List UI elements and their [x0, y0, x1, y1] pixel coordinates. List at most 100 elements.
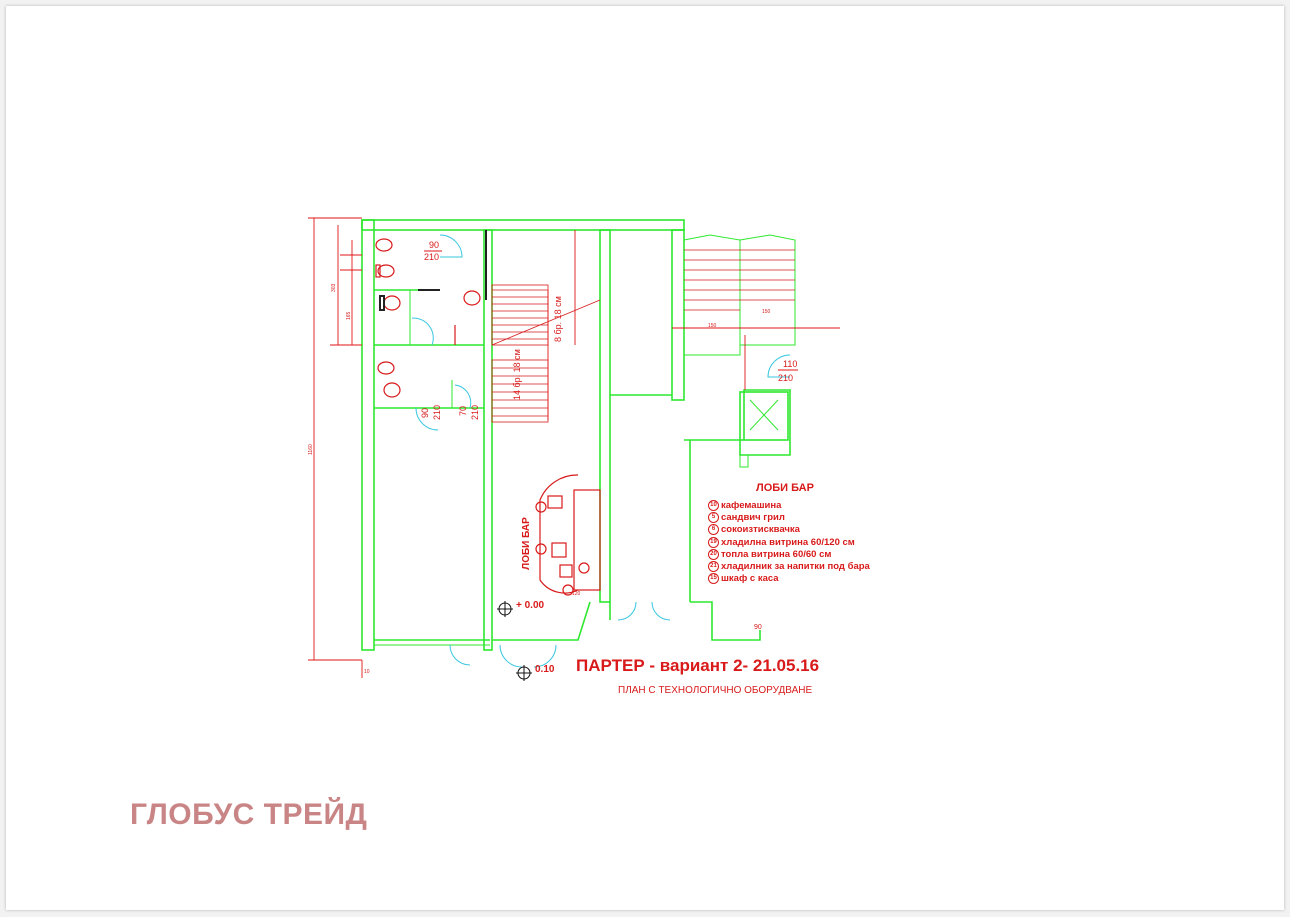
door-swing [439, 234, 463, 258]
legend-item-label: хладилна витрина 60/120 см [721, 536, 855, 548]
sanitary-fixtures [375, 230, 487, 398]
door-label-bottom: 210 [778, 373, 793, 383]
legend-number-icon: 21 [708, 561, 719, 573]
company-name: ГЛОБУС ТРЕЙД [130, 798, 368, 831]
drawing-subtitle: ПЛАН С ТЕХНОЛОГИЧНО ОБОРУДВАНЕ [618, 685, 813, 696]
hot-display-icon [559, 564, 573, 578]
bar-back-counter [573, 489, 601, 591]
side-stair-outline [683, 234, 741, 356]
toilet-tank-icon [375, 264, 381, 278]
legend-item-label: топла витрина 60/60 см [721, 548, 832, 560]
lobby-bar-counter [535, 474, 601, 596]
front-door-left [499, 644, 523, 668]
washbasin-icon [463, 290, 481, 306]
legend-title: ЛОБИ БАР [756, 482, 814, 494]
num-marker-icon [535, 543, 547, 555]
toilet-tank-icon [379, 295, 385, 311]
washbasin-icon [377, 361, 395, 375]
drawing-title: ПАРТЕР - вариант 2- 21.05.16 [576, 656, 820, 675]
legend-item-label: кафемашина [721, 499, 782, 511]
side-stair-outline-2 [739, 234, 796, 346]
entry-door-left [617, 601, 637, 621]
toilet-icon [383, 295, 401, 311]
door-label-top: 70 [458, 406, 468, 416]
plan-labels: 90 210 90 210 70 210 110 210 8 бр. 18 см… [308, 240, 798, 675]
num-marker-icon [535, 501, 547, 513]
door-label-top: 110 [783, 359, 797, 369]
walls [361, 219, 791, 651]
doors [411, 234, 791, 668]
door-label-bottom: 210 [424, 252, 439, 262]
left-wall [361, 219, 375, 651]
entry-wall [492, 601, 591, 641]
stair-cut-line [491, 299, 601, 346]
door-swing [767, 354, 791, 378]
lift-x2 [749, 399, 779, 431]
display-fridge-icon [551, 542, 567, 558]
toilet-icon [377, 264, 395, 278]
lift-shaft [739, 391, 789, 441]
left-dim-label: 165 [346, 311, 352, 320]
annex-dim-label: 90 [754, 624, 762, 631]
stair-dim-label: 150 [708, 323, 717, 329]
partition-wall [483, 229, 493, 651]
door-swing [454, 384, 472, 409]
window-door [449, 644, 471, 666]
dimension-lines [308, 217, 363, 678]
legend-item-label: сокоизтисквачка [721, 524, 800, 536]
stair-dim-label: 150 [762, 309, 771, 315]
top-wall [361, 219, 685, 231]
stair-upper-flight [491, 284, 549, 346]
stair-lower-label: 14 бр. 18 см [512, 349, 522, 400]
door-label-bottom: 210 [470, 405, 480, 420]
door-label-top: 90 [420, 408, 430, 418]
door-swing [415, 407, 439, 431]
left-dim-label: 303 [331, 283, 337, 292]
washbasin-icon [375, 238, 393, 252]
bar-dim-label: 120 [572, 591, 581, 597]
level-markers [497, 601, 532, 681]
door-swing [411, 317, 434, 346]
core-wall-left [599, 229, 611, 603]
legend-number-icon: 6 [708, 524, 719, 536]
side-stair [672, 234, 840, 390]
num-marker-icon [562, 584, 574, 596]
height-dim-label: 1160 [308, 444, 314, 455]
column-stub [739, 454, 749, 468]
drawing-sheet [6, 6, 1284, 910]
bottom-dim-label: 10 [364, 669, 370, 675]
front-door-right [533, 644, 557, 668]
annex-wall [684, 389, 791, 456]
entry-door-right [651, 601, 671, 621]
legend-number-icon: 20 [708, 548, 719, 560]
legend-item-label: хладилник за напитки под бара [721, 561, 870, 573]
legend-number-icon: 19 [708, 536, 719, 548]
door-label-bottom: 210 [432, 405, 442, 420]
num-marker-icon [578, 562, 590, 574]
bar-counter-curve [539, 474, 579, 594]
core-wall-right [671, 229, 685, 401]
legend-number-icon: 5 [708, 511, 719, 523]
annex-bottom [690, 601, 761, 641]
toilet-icon [383, 382, 401, 398]
legend-number-icon: 10 [708, 499, 719, 511]
door-label-top: 90 [429, 240, 439, 250]
level-main-label: + 0.00 [516, 600, 545, 611]
legend-item-label: шкаф с каса [721, 573, 779, 585]
stair-upper-label: 8 бр. 18 см [553, 296, 563, 342]
legend-item-label: сандвич грил [721, 511, 785, 523]
coffee-machine-icon [547, 495, 563, 509]
legend-number-icon: 15 [708, 573, 719, 585]
main-stair [491, 230, 601, 423]
level-entrance-label: 0.10 [535, 664, 555, 675]
